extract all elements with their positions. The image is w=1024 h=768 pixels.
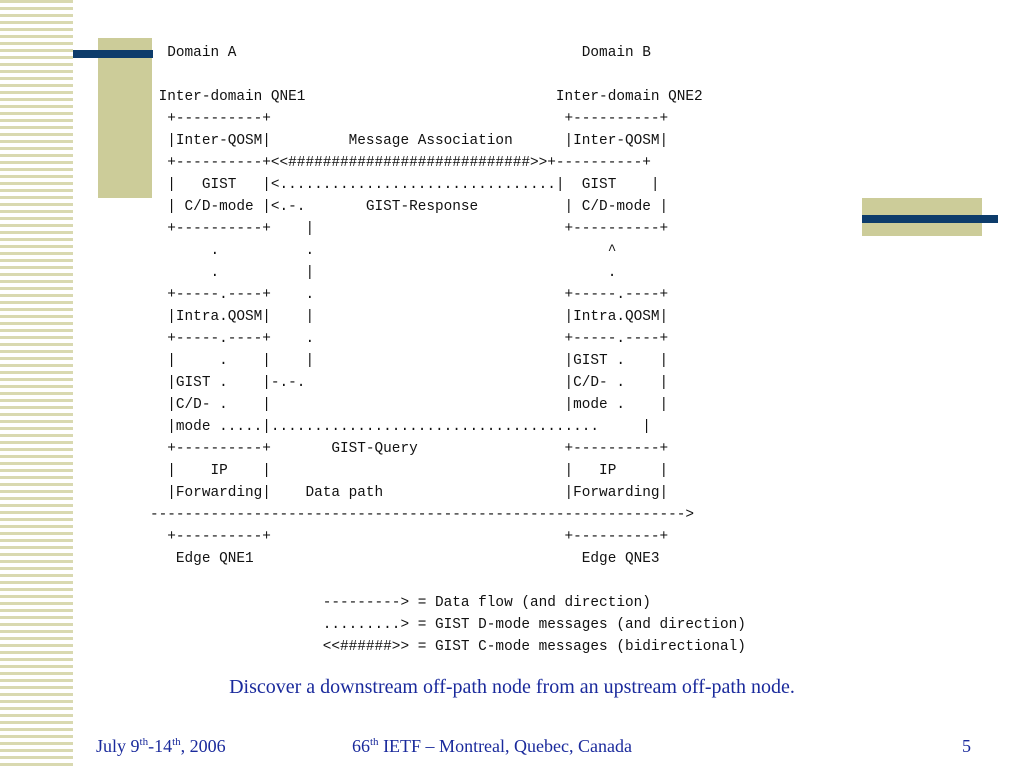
footer-date: July 9th-14th, 2006 xyxy=(96,736,226,756)
top-left-accent-block xyxy=(98,38,152,198)
diagram-line: | IP | | IP | xyxy=(150,463,669,479)
right-accent-bar xyxy=(862,215,998,223)
diagram-line: |C/D- . | |mode . | xyxy=(150,397,669,413)
ascii-network-diagram: Domain A Domain B Inter-domain QNE1 Inte… xyxy=(150,42,746,658)
diagram-line: Edge QNE1 Edge QNE3 xyxy=(150,551,660,567)
diagram-line: |GIST . |-.-. |C/D- . | xyxy=(150,375,669,391)
diagram-line: |Forwarding| Data path |Forwarding| xyxy=(150,485,669,501)
footer-event: 66th IETF – Montreal, Quebec, Canada xyxy=(352,736,632,756)
diagram-line: . | . xyxy=(150,265,617,281)
diagram-line: +----------+<<##########################… xyxy=(150,155,651,171)
diagram-line: +----------+ GIST-Query +----------+ xyxy=(150,441,669,457)
diagram-line: +-----.----+ . +-----.----+ xyxy=(150,331,669,347)
diagram-line: |Inter-QOSM| Message Association |Inter-… xyxy=(150,133,669,149)
footer-page-number: 5 xyxy=(962,736,971,756)
striped-sidebar-decoration xyxy=(0,0,73,768)
diagram-line: Inter-domain QNE1 Inter-domain QNE2 xyxy=(150,89,703,105)
diagram-line: | GIST |<...............................… xyxy=(150,177,660,193)
diagram-line: <<######>> = GIST C-mode messages (bidir… xyxy=(150,639,746,655)
diagram-line: ---------> = Data flow (and direction) xyxy=(150,595,651,611)
diagram-line: |Intra.QOSM| | |Intra.QOSM| xyxy=(150,309,669,325)
diagram-line xyxy=(150,570,746,592)
diagram-line: +----------+ | +----------+ xyxy=(150,221,669,237)
diagram-line: +----------+ +----------+ xyxy=(150,529,669,545)
slide-caption: Discover a downstream off-path node from… xyxy=(229,676,795,698)
diagram-line: ----------------------------------------… xyxy=(150,507,695,523)
diagram-line: |mode .....|............................… xyxy=(150,419,651,435)
diagram-line: | C/D-mode |<.-. GIST-Response | C/D-mod… xyxy=(150,199,669,215)
top-left-accent-bar xyxy=(73,50,153,58)
diagram-line: . . ^ xyxy=(150,243,617,259)
diagram-line: +----------+ +----------+ xyxy=(150,111,669,127)
diagram-line: | . | | |GIST . | xyxy=(150,353,669,369)
diagram-line: +-----.----+ . +-----.----+ xyxy=(150,287,669,303)
diagram-line: Domain A Domain B xyxy=(150,45,651,61)
diagram-line: .........> = GIST D-mode messages (and d… xyxy=(150,617,746,633)
diagram-line xyxy=(150,64,746,86)
